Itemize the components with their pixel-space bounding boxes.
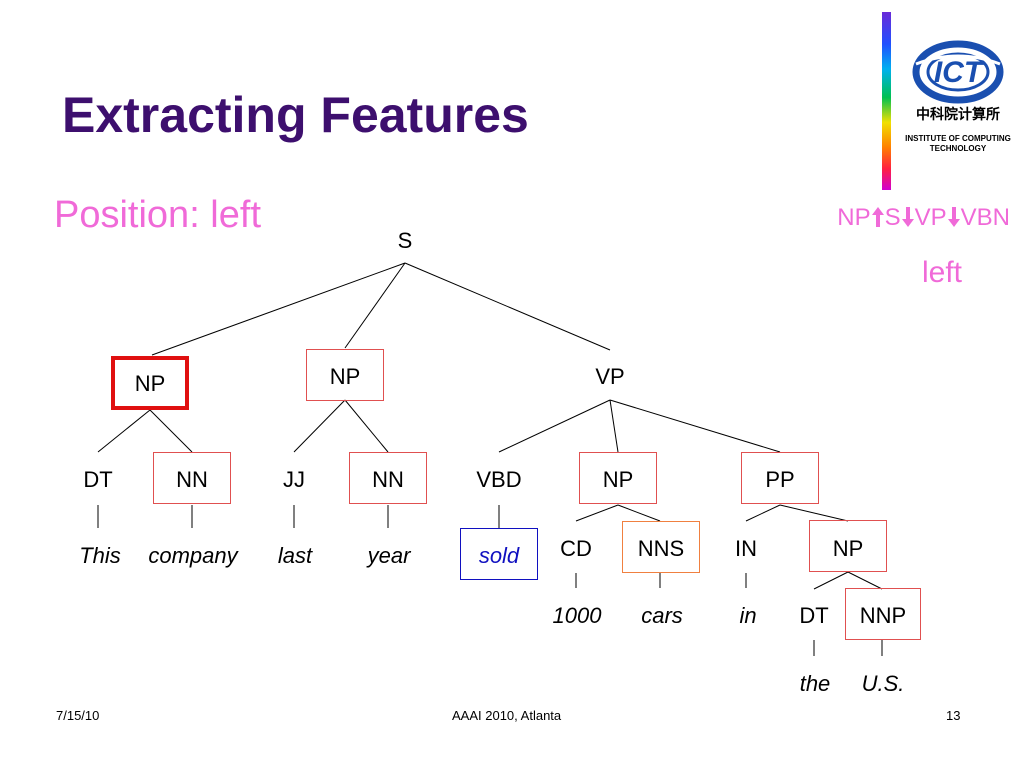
slide-title: Extracting Features xyxy=(62,87,529,143)
node-s: S xyxy=(397,228,413,253)
box-nnp xyxy=(845,588,921,640)
edge-np2-jj xyxy=(293,399,346,453)
logo-acronym: ICT xyxy=(934,56,985,89)
logo-line2: TECHNOLOGY xyxy=(929,144,987,153)
highlight-box-np1 xyxy=(111,356,189,410)
edge-s-np1 xyxy=(151,262,406,356)
box-nn1 xyxy=(153,452,231,504)
node-np3: NP xyxy=(602,467,634,492)
box-sold xyxy=(460,528,538,580)
box-pp xyxy=(741,452,819,504)
edge-vp-np3 xyxy=(609,399,619,453)
node-cd: CD xyxy=(560,536,592,561)
path-np: NP xyxy=(837,204,871,231)
edge-np3-nns xyxy=(617,504,661,522)
word-sold: sold xyxy=(478,543,520,568)
edge-np1-nn xyxy=(149,409,193,453)
box-nn2 xyxy=(349,452,427,504)
node-nnp: NNP xyxy=(859,603,907,628)
edge-np2-nn xyxy=(344,399,389,453)
ict-logo-emblem: ICT xyxy=(912,40,1004,104)
node-nn2: NN xyxy=(372,467,404,492)
box-np4 xyxy=(809,520,887,572)
node-dt1: DT xyxy=(83,467,113,492)
word-in: in xyxy=(739,603,757,628)
decorative-color-bar xyxy=(882,12,891,190)
edge-vp-vbd xyxy=(498,399,611,453)
node-np1: NP xyxy=(134,371,166,396)
node-vbd: VBD xyxy=(476,467,522,492)
word-last: last xyxy=(277,543,313,568)
path-vp: VP xyxy=(914,204,947,231)
word-cars: cars xyxy=(641,603,683,628)
node-nn1: NN xyxy=(176,467,208,492)
footer-date: 7/15/10 xyxy=(56,708,100,723)
edge-s-vp xyxy=(404,262,611,351)
word-the: the xyxy=(799,671,831,696)
box-nns xyxy=(622,521,700,573)
position-subtitle: Position: left xyxy=(54,194,261,236)
arrow-up-icon xyxy=(871,204,885,231)
feature-path: NP S VP VBN xyxy=(837,204,1010,232)
logo-line1: INSTITUTE OF COMPUTING xyxy=(905,134,1011,143)
node-np2: NP xyxy=(329,364,361,389)
word-1000: 1000 xyxy=(552,603,602,628)
node-nns: NNS xyxy=(637,536,685,561)
edge-pp-in xyxy=(745,504,781,522)
logo-chinese: 中科院计算所 xyxy=(916,106,1000,122)
arrow-down-icon xyxy=(901,204,915,231)
path-s: S xyxy=(884,204,901,231)
node-np4: NP xyxy=(832,536,864,561)
box-np3 xyxy=(579,452,657,504)
node-pp: PP xyxy=(765,467,795,492)
footer-page-number: 13 xyxy=(946,708,961,723)
footer-venue: AAAI 2010, Atlanta xyxy=(452,708,562,723)
edge-np1-dt xyxy=(97,409,151,453)
node-vp: VP xyxy=(595,364,625,389)
node-in: IN xyxy=(735,536,757,561)
word-this: This xyxy=(79,543,121,568)
arrow-down-icon xyxy=(947,204,961,231)
edge-s-np2 xyxy=(344,262,406,349)
edge-np4-dt xyxy=(813,571,849,590)
node-jj: JJ xyxy=(283,467,305,492)
edge-vp-pp xyxy=(609,399,781,453)
node-dt2: DT xyxy=(799,603,829,628)
box-np2 xyxy=(306,349,384,401)
edge-pp-np4 xyxy=(779,504,849,522)
path-result: left xyxy=(922,256,963,289)
word-us: U.S. xyxy=(861,671,905,696)
path-vbn: VBN xyxy=(960,204,1010,231)
edge-np3-cd xyxy=(575,504,619,522)
word-year: year xyxy=(367,543,411,568)
edge-np4-nnp xyxy=(847,571,883,590)
ict-logo: ICT 中科院计算所 INSTITUTE OF COMPUTING TECHNO… xyxy=(902,38,1012,168)
word-company: company xyxy=(148,543,238,568)
